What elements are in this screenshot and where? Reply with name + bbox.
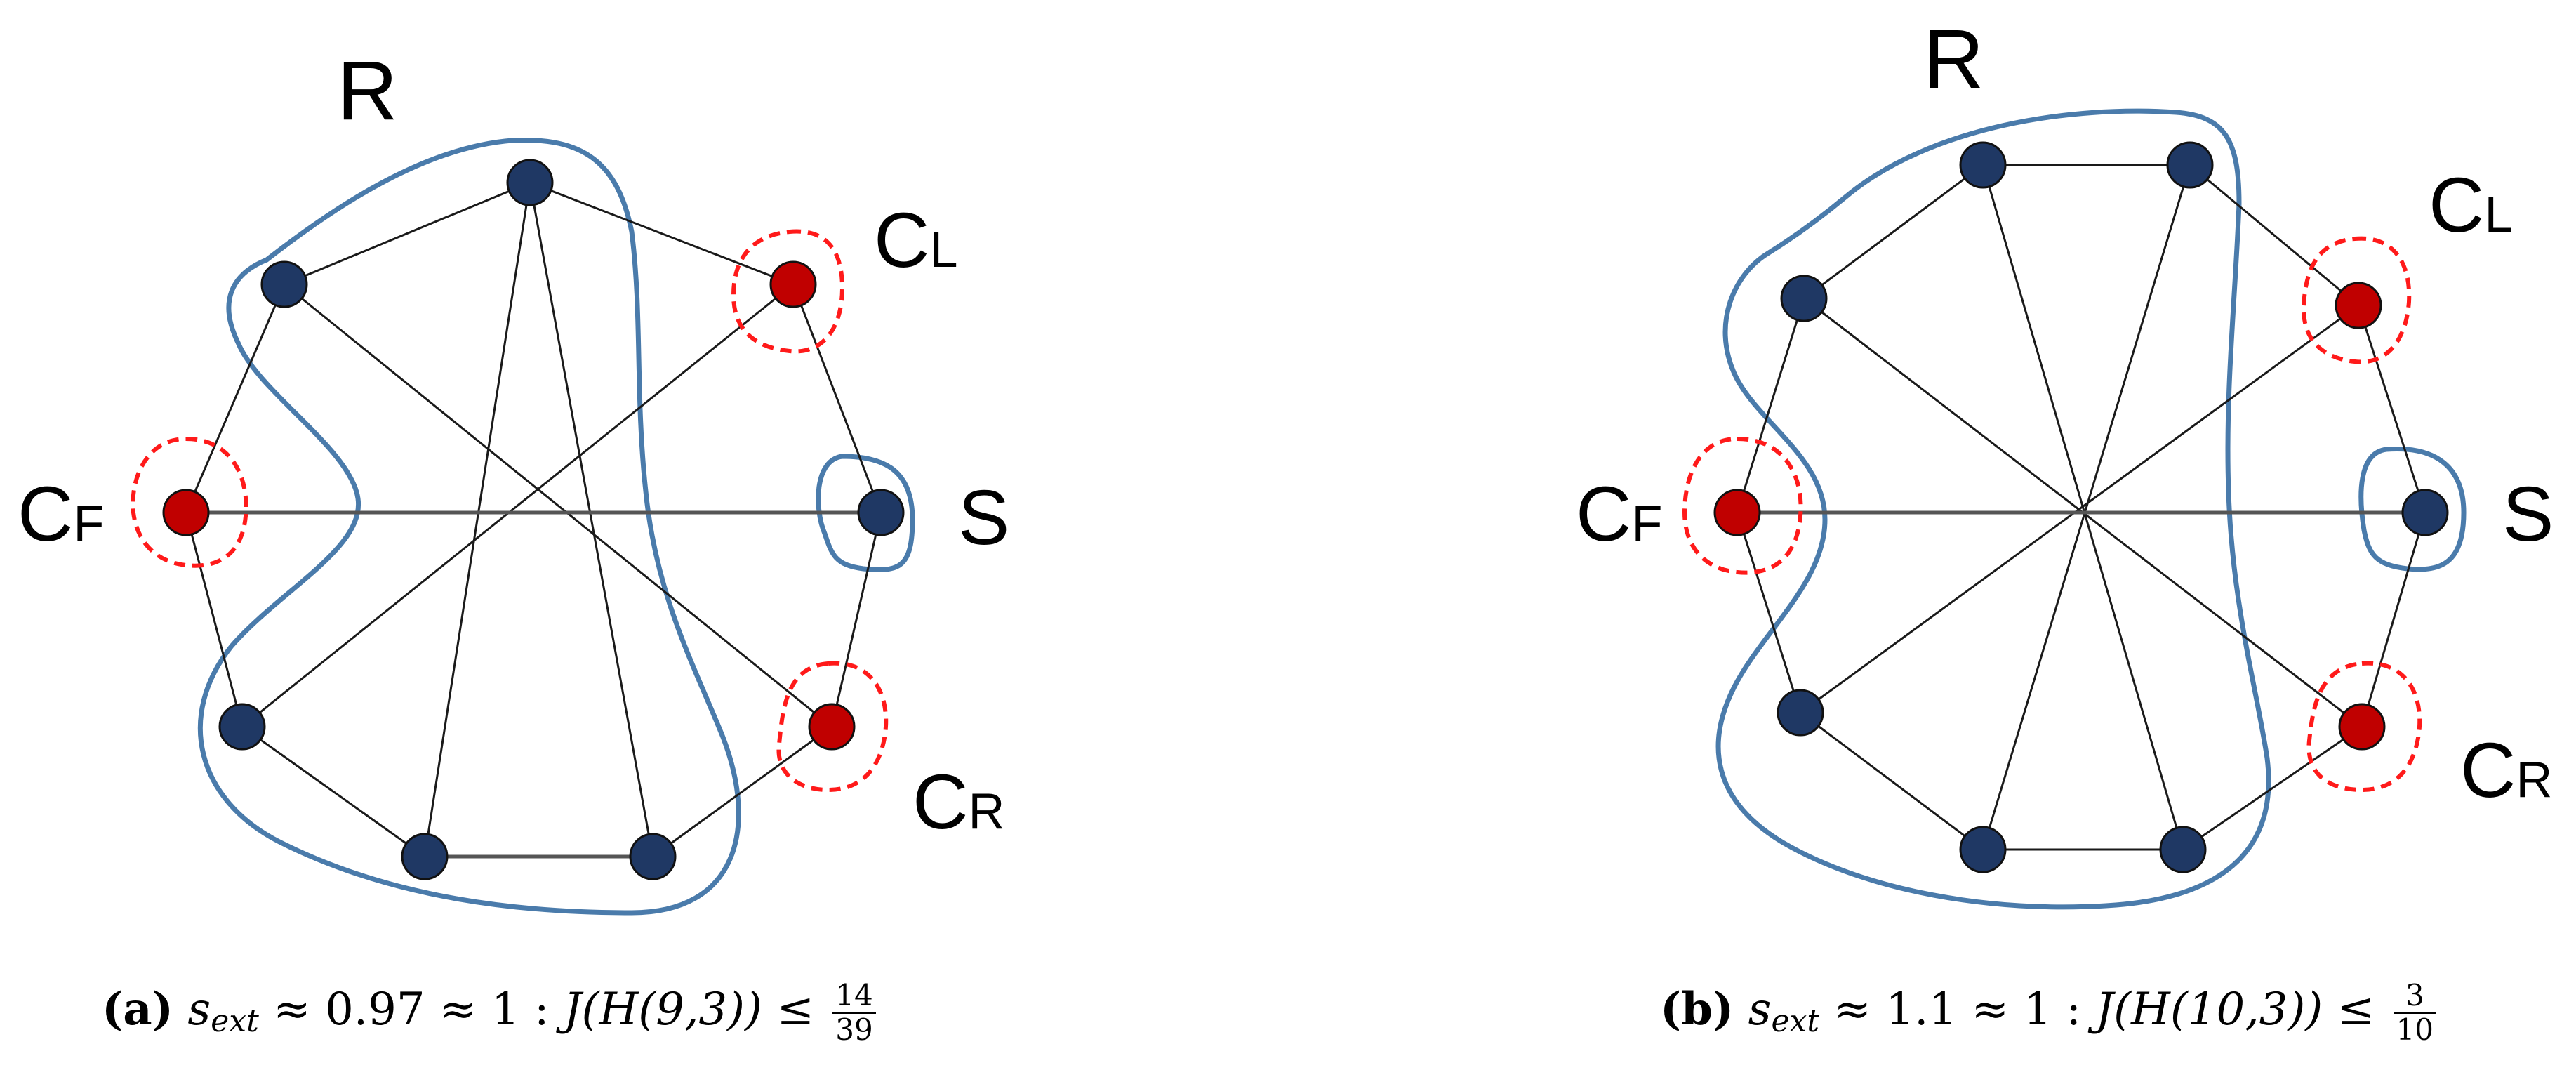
region-r-outline [198, 138, 741, 916]
node [2166, 141, 2214, 189]
node-s [857, 489, 905, 536]
caption-fraction: 14 39 [832, 979, 876, 1047]
cf-dashed-outline [131, 436, 248, 568]
node-cf [162, 489, 210, 536]
caption-expression: J(H(10,3)) ≤ [2095, 984, 2375, 1036]
caption-a: (a) sext ≈ 0.97 ≈ 1 : J(H(9,3)) ≤ 14 39 [102, 979, 876, 1046]
label-s: S [2502, 471, 2554, 557]
caption-symbol: s [187, 984, 211, 1036]
fraction-denominator: 39 [835, 1012, 873, 1047]
caption-expression: J(H(9,3)) ≤ [563, 984, 814, 1036]
panel-a: R CL CF S CR [18, 44, 1009, 916]
fraction-numerator: 14 [832, 979, 876, 1014]
caption-approx: ≈ 1.1 ≈ 1 : [1833, 984, 2082, 1036]
caption-tag: (a) [102, 983, 174, 1036]
caption-subscript: ext [1771, 1003, 1820, 1039]
node-s [2401, 489, 2449, 536]
node [260, 260, 308, 308]
label-cl: CL [2429, 162, 2513, 249]
cl-dashed-outline [731, 229, 845, 354]
label-cf: CF [18, 471, 104, 557]
node [218, 703, 266, 751]
edges-b [1736, 164, 2426, 851]
node-cr [808, 703, 856, 751]
node-cl [2335, 282, 2382, 329]
caption-tag: (b) [1660, 983, 1734, 1036]
label-cr: CR [912, 759, 1004, 845]
node-cf [1713, 489, 1761, 536]
caption-fraction: 3 10 [2393, 979, 2437, 1047]
edges-a [185, 181, 882, 859]
node [506, 159, 554, 206]
cf-dashed-outline [1682, 436, 1803, 575]
node [629, 833, 677, 880]
cr-dashed-outline [776, 661, 889, 793]
label-cf: CF [1576, 471, 1662, 557]
node [401, 833, 449, 880]
caption-symbol: s [1748, 984, 1772, 1036]
cl-dashed-outline [2301, 236, 2412, 364]
node [1959, 826, 2007, 873]
node [1780, 275, 1828, 322]
caption-approx: ≈ 0.97 ≈ 1 : [273, 984, 550, 1036]
fraction-denominator: 10 [2396, 1012, 2434, 1047]
node [1959, 141, 2007, 189]
node-cr [2338, 703, 2386, 751]
label-cl: CL [874, 197, 958, 284]
nodes-a [162, 159, 905, 880]
label-r: R [1923, 12, 1984, 106]
node-cl [769, 260, 817, 308]
label-cr: CR [2460, 727, 2552, 814]
nodes-b [1713, 141, 2449, 873]
fraction-numerator: 3 [2393, 979, 2437, 1014]
region-s-outline [2358, 446, 2467, 572]
region-r-outline [1715, 108, 2271, 910]
label-r: R [337, 44, 398, 138]
node [1777, 689, 1824, 737]
caption-subscript: ext [211, 1003, 259, 1039]
cr-dashed-outline [2306, 661, 2422, 793]
label-s: S [958, 475, 1009, 561]
caption-b: (b) sext ≈ 1.1 ≈ 1 : J(H(10,3)) ≤ 3 10 [1660, 979, 2437, 1047]
node [2159, 826, 2207, 873]
panel-b: R CL CF S CR [1576, 12, 2554, 910]
